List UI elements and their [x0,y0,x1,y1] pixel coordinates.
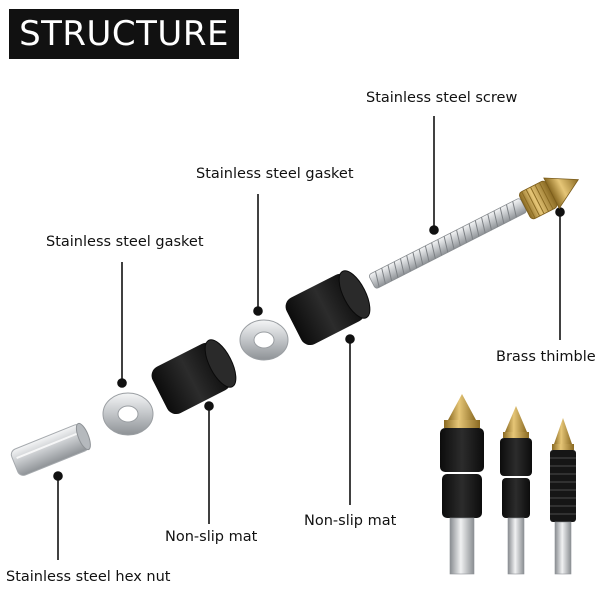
hex-nut-leader-dot [53,471,63,481]
gasket-right-leader-dot [253,306,263,316]
non-slip-mat-left [151,339,237,415]
mat-left-leader-dot [204,401,214,411]
page-title: STRUCTURE [19,14,229,54]
mat-right-leader-dot [345,334,355,344]
brass-thimble [519,177,580,220]
stainless-steel-gasket-right [239,319,289,361]
label-stainless-steel-gasket-right: Stainless steel gasket [196,166,354,182]
label-brass-thimble: Brass thimble [496,349,596,365]
assembled-spike-medium [500,406,532,575]
assembled-spike-small [550,418,576,575]
non-slip-mat-right [285,270,371,346]
label-stainless-steel-screw: Stainless steel screw [366,90,518,106]
label-stainless-steel-hex-nut: Stainless steel hex nut [6,569,171,585]
thimble-leader-dot [555,207,565,217]
label-non-slip-mat-left: Non-slip mat [165,529,258,545]
stainless-steel-screw [369,198,527,289]
stainless-steel-gasket-left [102,392,154,436]
title-banner: STRUCTURE [9,9,239,59]
label-stainless-steel-gasket-left: Stainless steel gasket [46,234,204,250]
screw-leader-dot [429,225,439,235]
label-non-slip-mat-right: Non-slip mat [304,513,397,529]
stainless-steel-hex-nut [10,422,91,476]
gasket-left-leader-dot [117,378,127,388]
assembled-spike-large [440,394,484,575]
